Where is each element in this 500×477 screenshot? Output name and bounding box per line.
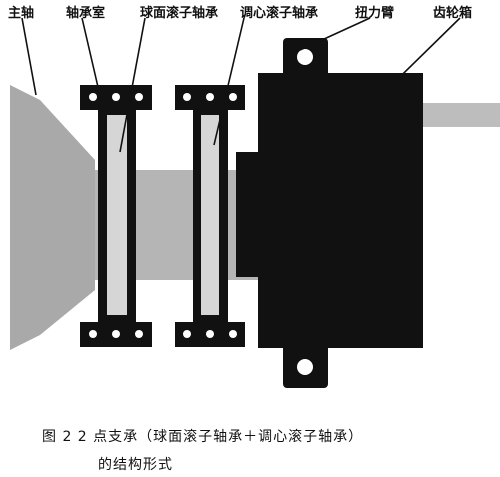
figure-caption-line2: 的结构形式 <box>98 457 173 473</box>
bearing-housing-1 <box>80 85 152 347</box>
bearing-housing-2 <box>175 85 245 347</box>
self-aligning-roller-bearing <box>201 115 219 315</box>
label-spherical-roller-bearing: 球面滚子轴承 <box>140 6 219 21</box>
label-gearbox: 齿轮箱 <box>433 6 473 21</box>
main-shaft-hub <box>10 85 95 350</box>
leader-lines <box>21 17 461 153</box>
output-shaft-right <box>420 103 500 127</box>
label-main-shaft: 主轴 <box>8 6 35 21</box>
label-torque-arm: 扭力臂 <box>355 6 395 21</box>
spherical-roller-bearing <box>107 115 127 315</box>
gearbox <box>236 38 423 388</box>
figure-caption-line1: 图 2 2 点支承（球面滚子轴承＋调心滚子轴承） <box>42 429 364 445</box>
bearing-structure-diagram <box>10 17 500 388</box>
label-bearing-housing: 轴承室 <box>66 6 106 21</box>
label-self-aligning-roller-bearing: 调心滚子轴承 <box>240 6 319 21</box>
